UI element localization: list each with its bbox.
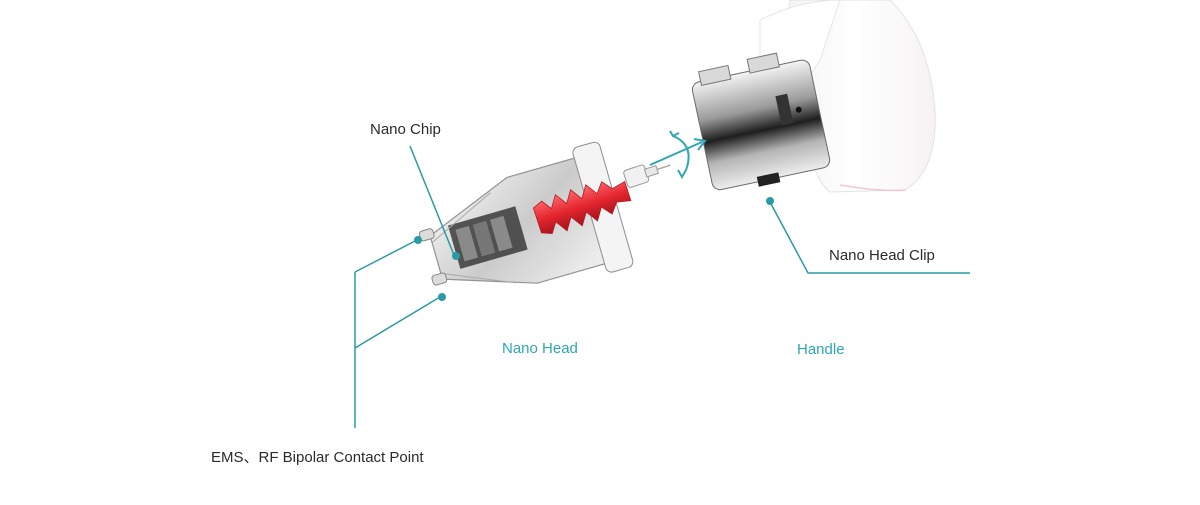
label-nano-head: Nano Head <box>502 340 578 357</box>
label-nano-head-clip: Nano Head Clip <box>829 247 935 264</box>
leader-nano-head-clip <box>769 201 970 274</box>
label-contact-point: EMS、RF Bipolar Contact Point <box>211 449 424 466</box>
leader-lines <box>354 145 970 428</box>
label-handle: Handle <box>797 341 845 358</box>
leader-nano-chip <box>409 145 455 256</box>
leader-contact-bottom <box>354 296 441 349</box>
leader-contact-top <box>354 239 418 273</box>
dot-contact-bottom <box>438 293 446 301</box>
red-spring <box>532 180 632 234</box>
label-nano-chip: Nano Chip <box>370 121 441 138</box>
dot-nano-head-clip <box>766 197 774 205</box>
dot-nano-chip <box>452 252 460 260</box>
connector-tip <box>623 164 671 188</box>
rotate-insert-arrow-icon <box>649 130 707 180</box>
dot-contact-top <box>414 236 422 244</box>
leader-dots <box>414 197 774 301</box>
handle-connector <box>691 52 831 191</box>
